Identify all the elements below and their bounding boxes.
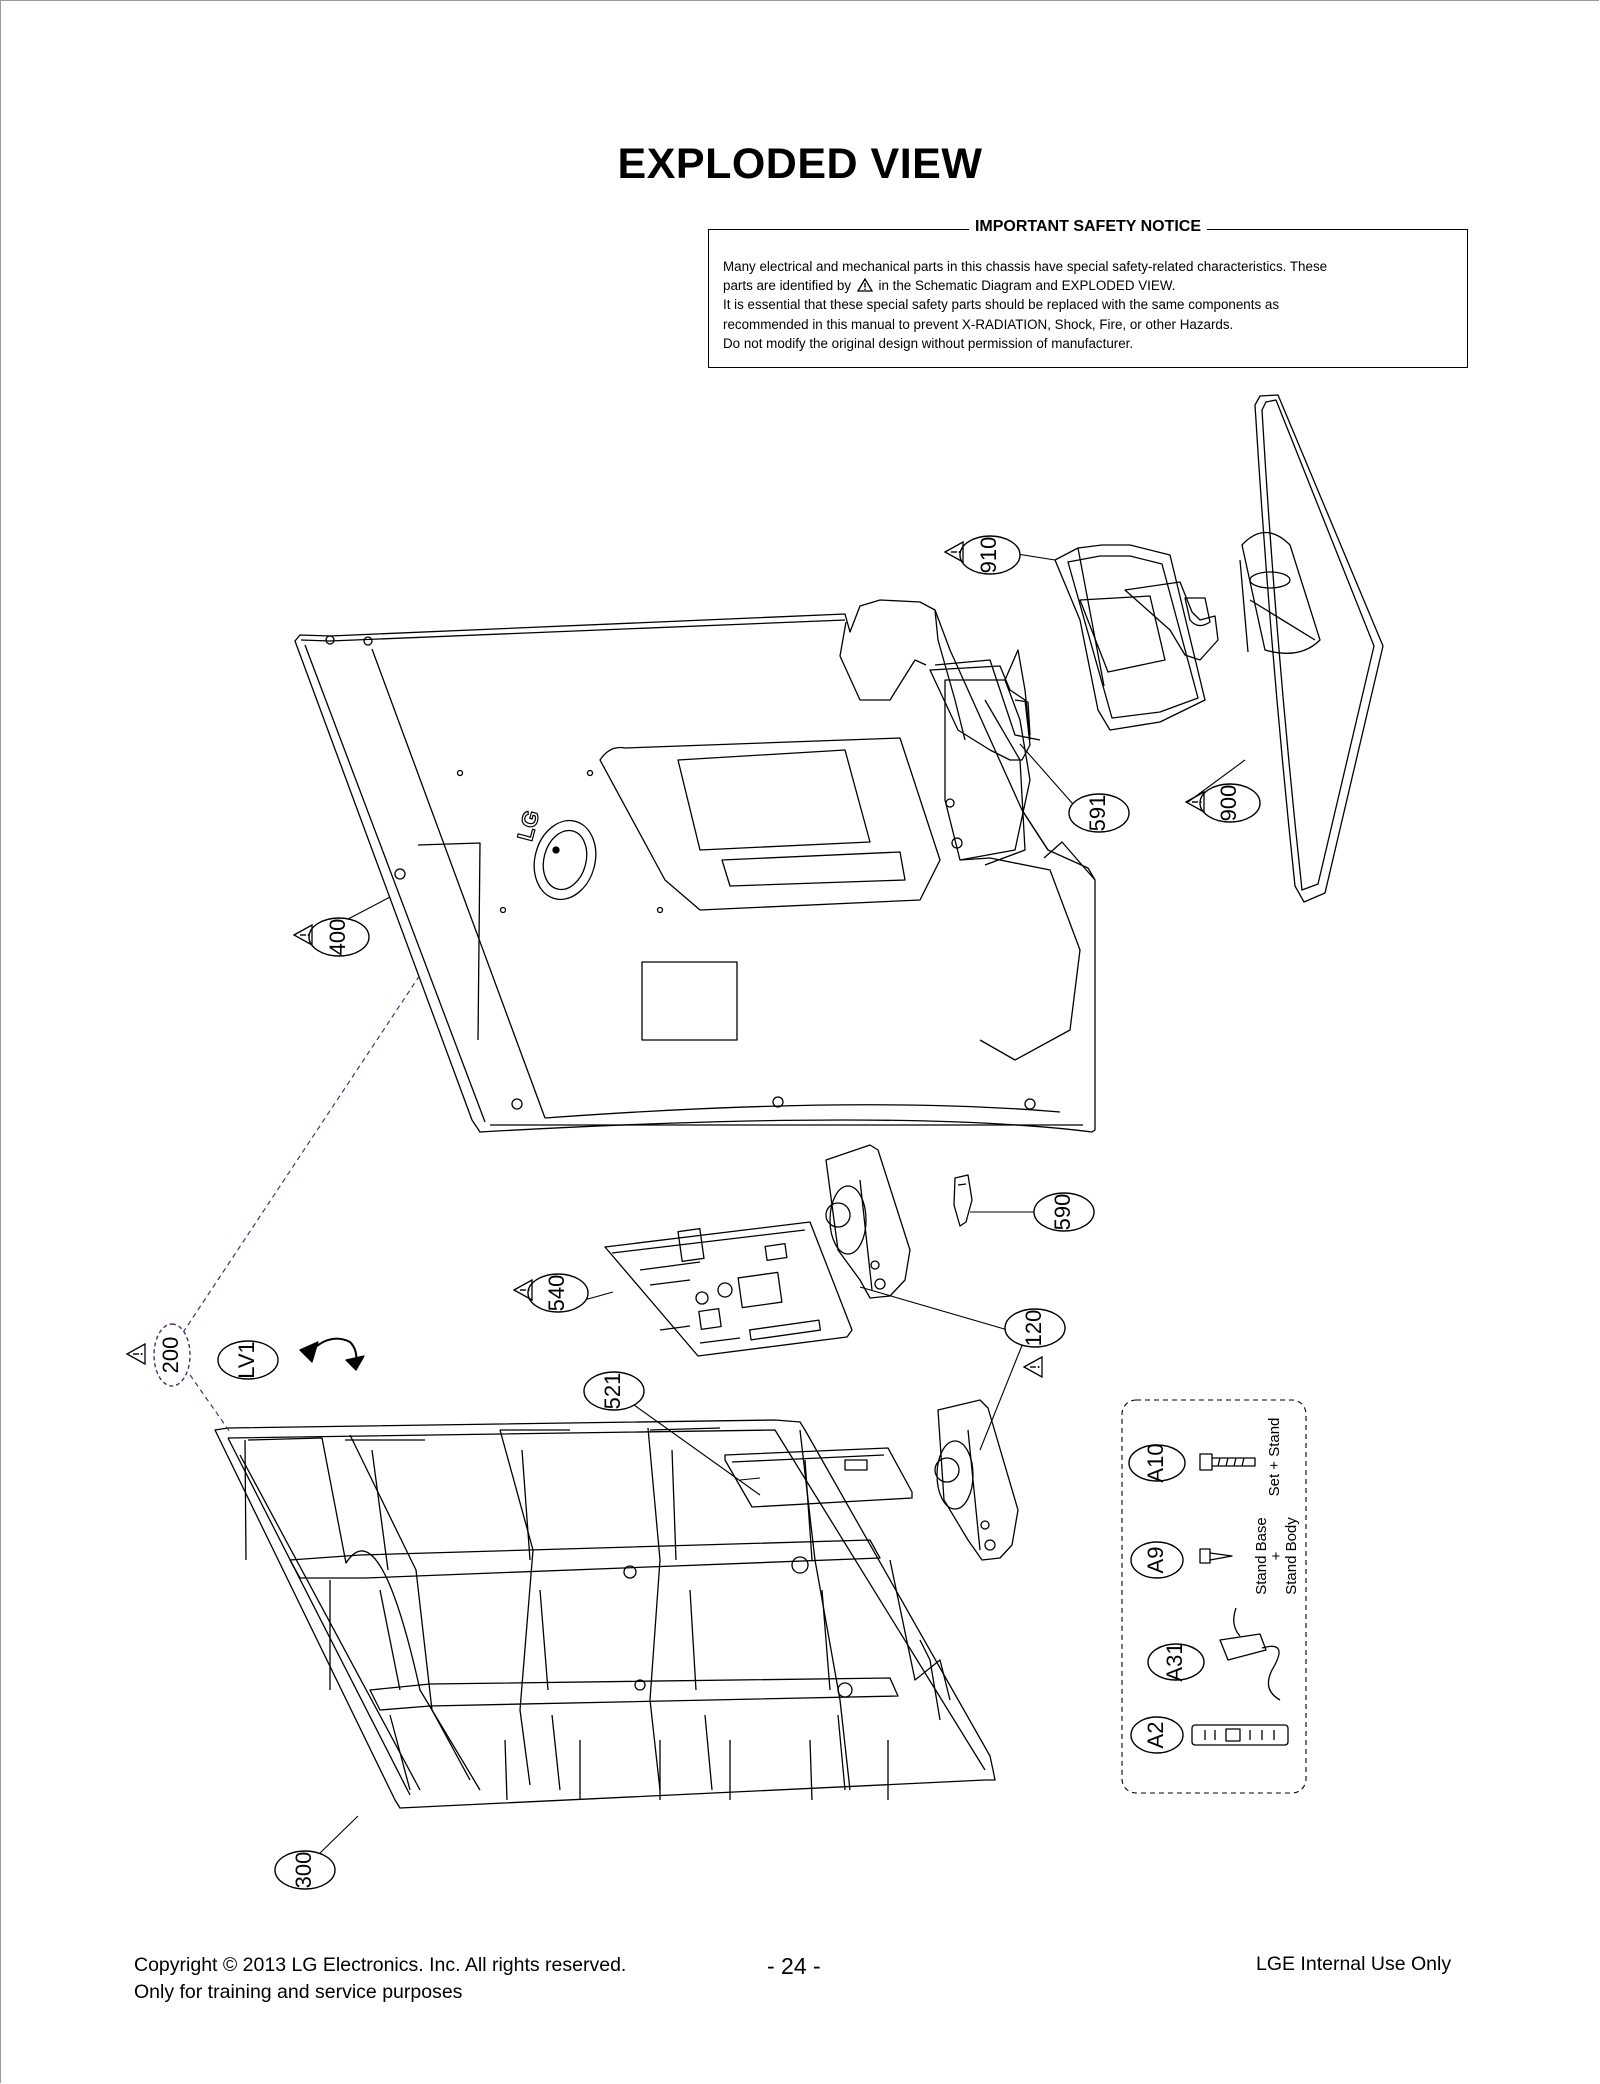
lg-logo	[533, 819, 597, 901]
callout-900: 900	[1216, 785, 1241, 822]
dashed-connector-lower	[189, 1374, 231, 1433]
callout-bubble-540	[527, 1273, 589, 1313]
callout-591: 591	[1085, 795, 1110, 832]
callout-bubble-a10	[1128, 1444, 1186, 1482]
footer-internal-note: LGE Internal Use Only	[1256, 1953, 1452, 1975]
note-set-stand: Set + Stand	[1266, 1418, 1283, 1497]
page-title: EXPLODED VIEW	[617, 140, 983, 188]
notice-line-3: It is essential that these special safet…	[723, 297, 1280, 313]
stand-bracket	[929, 665, 1031, 761]
callout-bubble-200	[153, 1323, 191, 1387]
callout-bubble-400	[308, 917, 370, 957]
warning-triangle-icon	[856, 278, 873, 292]
safety-notice-box: IMPORTANT SAFETY NOTICE Many electrical …	[708, 218, 1468, 368]
callout-521: 521	[600, 1373, 625, 1410]
power-adapter	[1219, 1607, 1281, 1701]
safety-notice-body: Many electrical and mechanical parts in …	[723, 257, 1453, 353]
callout-a31: A31	[1162, 1642, 1187, 1681]
note-stand-body: Stand Body	[1283, 1517, 1300, 1595]
main-board	[604, 1221, 853, 1357]
callout-bubble-a9	[1130, 1541, 1184, 1579]
callout-lv1: LV1	[234, 1341, 259, 1379]
callout-540: 540	[544, 1275, 569, 1312]
stand-body	[1054, 544, 1219, 731]
callout-a2: A2	[1143, 1722, 1168, 1749]
dashed-connector-upper	[177, 974, 421, 1341]
rotate-arrow-icon	[299, 1337, 365, 1371]
callout-400: 400	[325, 919, 350, 956]
speaker-lower	[934, 1399, 1019, 1561]
safety-notice-heading: IMPORTANT SAFETY NOTICE	[968, 218, 1208, 235]
notice-line-4: recommended in this manual to prevent X-…	[723, 316, 1234, 332]
warning-triangle-icon	[126, 1343, 146, 1365]
safety-notice-heading-wrap: IMPORTANT SAFETY NOTICE	[709, 218, 1467, 236]
speaker-upper	[825, 1144, 911, 1299]
callout-bubble-120	[1004, 1308, 1066, 1348]
screw-a10	[1199, 1453, 1256, 1471]
callout-bubble-591	[1068, 793, 1130, 833]
notice-line-2-start: parts are identified by	[723, 278, 852, 294]
callout-bubble-lv1	[217, 1340, 279, 1380]
callout-bubble-910	[959, 535, 1021, 575]
footer-training-note: Only for training and service purposes	[134, 1981, 463, 2003]
callout-120: 120	[1021, 1310, 1046, 1347]
note-plus: +	[1268, 1551, 1285, 1560]
notice-line-5: Do not modify the original design withou…	[723, 335, 1134, 351]
screw-a9	[1199, 1548, 1233, 1564]
callout-bubble-521	[583, 1371, 645, 1411]
notice-line-1: Many electrical and mechanical parts in …	[723, 259, 1328, 274]
lcd-module	[214, 1419, 996, 1809]
callout-a10: A10	[1143, 1443, 1168, 1482]
lg-logo-text: LG	[512, 808, 544, 844]
notice-line-2: parts are identified by in the Schematic…	[723, 276, 1453, 295]
callout-bubble-300	[274, 1850, 336, 1890]
callout-bubble-900	[1199, 783, 1261, 823]
callout-a9: A9	[1143, 1547, 1168, 1574]
back-cover	[294, 599, 1096, 1133]
stand-base	[1239, 394, 1384, 903]
notice-line-2-end: in the Schematic Diagram and EXPLODED VI…	[878, 278, 1176, 294]
warning-triangle-icon	[1023, 1356, 1043, 1378]
panel-bracket	[724, 1447, 913, 1508]
accessories-box	[1121, 1399, 1307, 1794]
callout-bubble-590	[1033, 1192, 1095, 1232]
note-stand-base: Stand Base	[1253, 1517, 1270, 1595]
footer-left: Copyright © 2013 LG Electronics. Inc. Al…	[134, 1952, 626, 2006]
remote-control	[1191, 1724, 1289, 1746]
callout-300: 300	[291, 1852, 316, 1889]
callout-bubble-a31	[1147, 1643, 1205, 1681]
footer-copyright: Copyright © 2013 LG Electronics. Inc. Al…	[134, 1954, 627, 1976]
callout-200: 200	[158, 1337, 183, 1374]
callout-590: 590	[1050, 1194, 1075, 1231]
callout-910: 910	[976, 537, 1001, 574]
callout-bubble-a2	[1130, 1716, 1184, 1754]
page-number: - 24 -	[767, 1953, 821, 1979]
leader-lines	[317, 552, 1246, 1856]
ir-board	[953, 1174, 1044, 1227]
